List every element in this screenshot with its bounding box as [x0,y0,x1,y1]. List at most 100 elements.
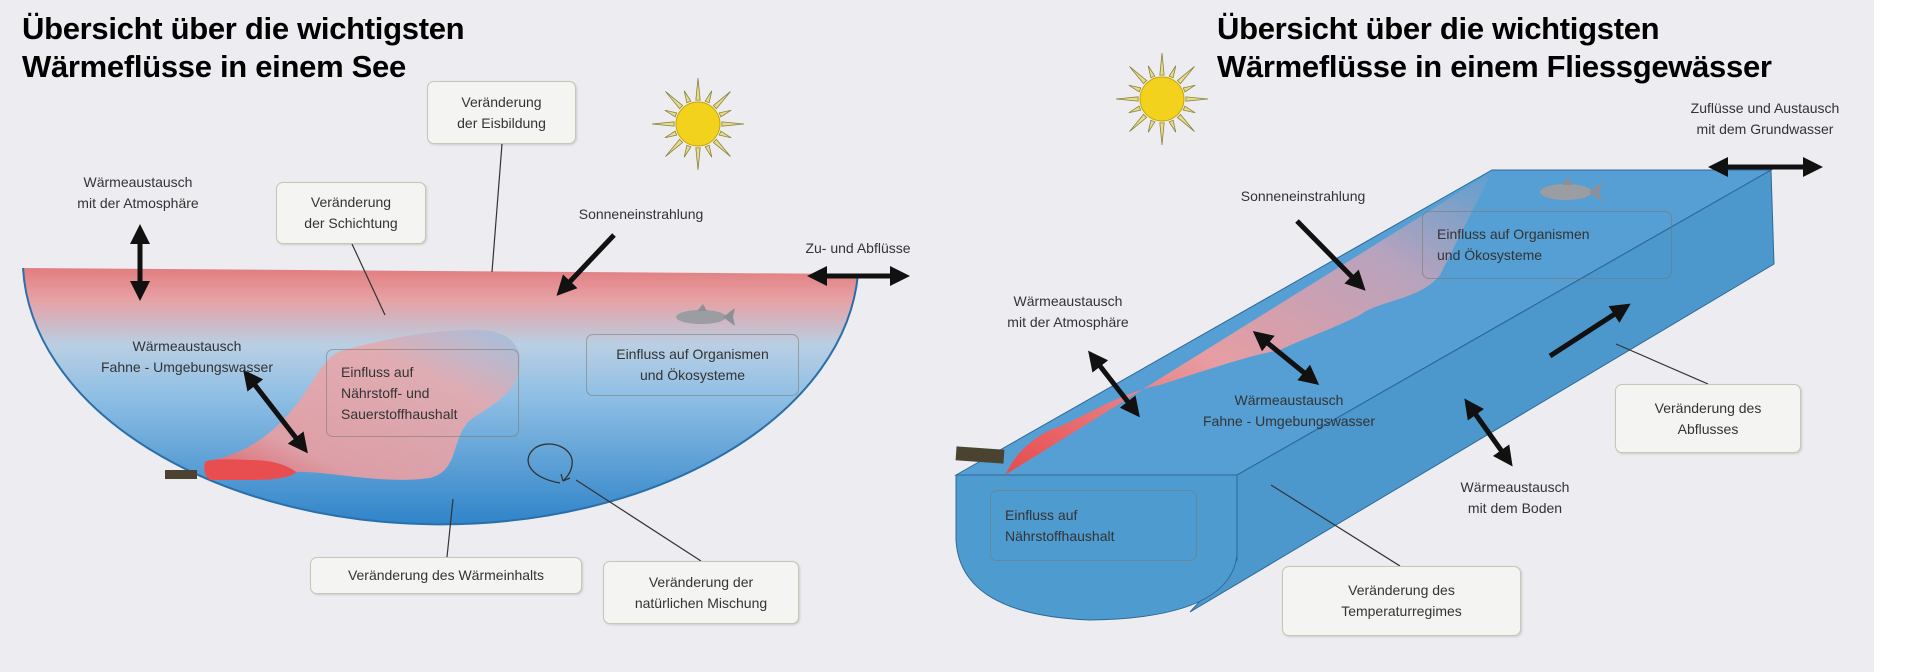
sun-ray [1147,119,1156,133]
sun-ray [664,130,678,139]
label-line: mit der Atmosphäre [77,195,199,211]
sun-ray [718,130,732,139]
sun-ray [651,121,675,127]
ground-exchange-arrow [1464,398,1513,467]
sun-ray [712,138,731,157]
label-line: mit der Atmosphäre [1007,314,1129,330]
label-line: mit dem Boden [1467,500,1563,516]
lake-title: Übersicht über die wichtigsten Wärmeflüs… [22,10,465,86]
groundwater-label: Zuflüsse und Austausch mit dem Grundwass… [1691,98,1840,140]
label-line: Veränderung [310,194,392,210]
sun-ray [1128,105,1142,114]
label-line: Fahne - Umgebungswasser [1203,413,1375,429]
sun-ray [1147,65,1156,79]
sun-ray [721,121,745,127]
sun-ray [695,147,701,171]
sun-ray [1159,52,1165,76]
heat-content-box: Veränderung des Wärmeinhalts [310,557,582,594]
river-organisms-box: Einfluss auf Organismen und Ökosysteme [1422,211,1672,279]
sun-ray [1129,66,1148,85]
river-title-line: Übersicht über die wichtigsten [1217,11,1660,46]
nutrients-box: Einfluss auf Nährstoff- und Sauerstoffha… [326,349,519,437]
fish-icon [676,304,735,326]
label-line: Wärmeaustausch [1013,293,1123,309]
label-line: und Ökosysteme [1437,247,1543,263]
solar-radiation-label: Sonneneinstrahlung [578,206,704,222]
discharge-box: Veränderung des Abflusses [1615,384,1801,453]
sun-ray [1176,113,1195,132]
label-line: Veränderung [461,93,542,110]
sun-ray [1176,66,1195,85]
sun-disc [675,101,721,147]
river-title-line: Wärmeflüsse in einem Fliessgewässer [1217,49,1772,84]
sun-ray [1129,113,1148,132]
lake-title-line: Übersicht über die wichtigsten [22,11,465,46]
river-plume-exchange-arrow [1252,330,1320,386]
sun-ray [1185,96,1209,102]
sun-ray [1168,119,1177,133]
river-atmosphere-exchange-arrow [1088,350,1140,418]
sun-ray [683,90,692,104]
sun-ray [1128,84,1142,93]
river-sun-icon [1115,52,1209,146]
label-line: und Ökosysteme [639,367,746,383]
label-line: Wärmeaustausch [1234,392,1344,408]
warm-core [204,459,296,480]
mixing-box: Veränderung der natürlichen Mischung [603,561,799,624]
sun-ray [704,144,713,158]
ground-exchange-label: Wärmeaustausch mit dem Boden [1461,477,1570,519]
label-line: Veränderung des [1654,399,1762,416]
label-line: der Schichtung [304,215,398,231]
mixing-swirl-icon [527,443,573,484]
sun-ray [704,90,713,104]
sun-ray [1182,84,1196,93]
label-line: Fahne - Umgebungswasser [101,359,273,375]
river-discharge-pipe [955,446,1005,464]
label-line: Zuflüsse und Austausch [1690,100,1840,116]
label-line: mit dem Grundwasser [1696,121,1834,137]
river-fish-icon [1540,177,1602,202]
label-line: Veränderung des Wärmeinhalts [347,567,545,583]
sun-ray [1168,65,1177,79]
sun-ray [665,91,684,110]
sun-ray [695,77,701,101]
river-center-line [1236,169,1772,476]
label-line: Wärmeaustausch [83,174,193,190]
sun-icon [651,77,745,171]
river-solar-radiation-arrow [1295,219,1366,291]
sun-disc [1139,76,1185,122]
label-line: Veränderung des [1348,582,1455,598]
label-line: Wärmeaustausch [132,338,242,354]
sun-ray [683,144,692,158]
discharge-pipe [165,470,197,479]
river-atmosphere-label: Wärmeaustausch mit der Atmosphäre [1007,291,1128,333]
sun-ray [1159,122,1165,146]
river-solar-radiation-label: Sonneneinstrahlung [1240,188,1366,204]
solar-radiation-arrow [556,233,616,296]
label-line: Nährstoff- und [341,384,430,401]
river-title: Übersicht über die wichtigsten Wärmeflüs… [1217,10,1772,86]
label-line: Sauerstoffhaushalt [341,405,458,422]
label-line: Einfluss auf Organismen [616,346,769,362]
sun-ray [1115,96,1139,102]
label-line: Veränderung der [648,573,754,590]
sun-ray [712,91,731,110]
inflow-outflow-label: Zu- und Abflüsse [805,240,911,256]
river-end-face [955,474,1238,621]
atmosphere-exchange-label: Wärmeaustausch mit der Atmosphäre [77,172,198,214]
sun-ray [718,109,732,118]
river-nutrients-box: Einfluss auf Nährstoffhaushalt [990,490,1197,561]
label-line: Nährstoffhaushalt [1005,527,1115,544]
label-line: Wärmeaustausch [1460,479,1570,495]
temperature-regime-box: Veränderung des Temperaturregimes [1282,566,1521,636]
sun-ray [664,109,678,118]
right-margin [1874,0,1920,672]
stratification-box: Veränderung der Schichtung [276,182,426,244]
ice-formation-box: Veränderung der Eisbildung [427,81,576,144]
label-line: Temperaturregimes [1341,603,1462,619]
plume-exchange-label: Wärmeaustausch Fahne - Umgebungswasser [101,336,273,378]
label-line: natürlichen Mischung [634,594,768,611]
flow-direction-arrow [1548,303,1631,359]
sun-ray [665,138,684,157]
